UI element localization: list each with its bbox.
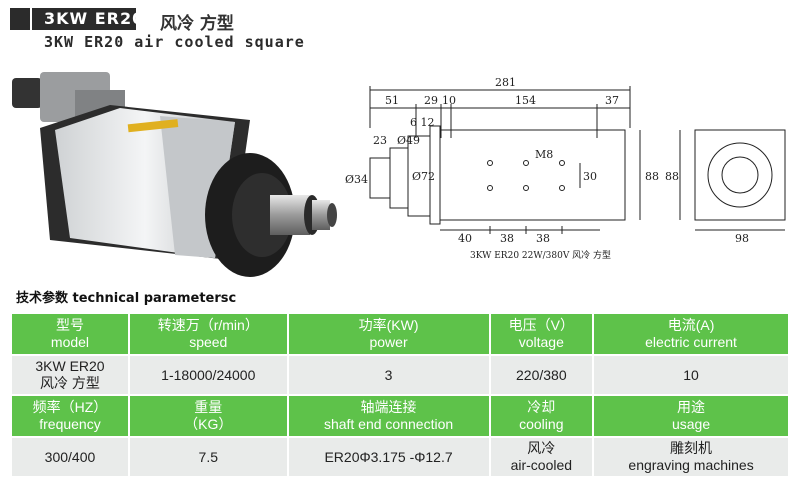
value-cell: 300/400 [10, 436, 130, 478]
title-badge-bar [32, 8, 136, 30]
header-cell: 频率（HZ）frequency [10, 394, 130, 438]
value-cell: 220/380 [488, 354, 595, 396]
title-cn: 风冷 方型 [160, 14, 234, 34]
header-cell: 功率(KW)power [286, 312, 491, 356]
dim-37: 37 [605, 94, 619, 107]
value-cell: 1-18000/24000 [127, 354, 289, 396]
header-cell: 电压（V）voltage [488, 312, 595, 356]
dim-23: 23 [373, 134, 387, 147]
header-cell: 转速万（r/min）speed [127, 312, 289, 356]
spindle-motor-image [12, 72, 337, 277]
dim-m8: M8 [535, 148, 553, 161]
dim-88-side: 88 [645, 170, 659, 183]
dim-40: 40 [458, 232, 472, 245]
value-cell: ER20Φ3.175 -Φ12.7 [286, 436, 491, 478]
dim-6-12: 6 12 [410, 116, 435, 129]
header-cell: 电流(A)electric current [592, 312, 790, 356]
drawing-caption: 3KW ER20 22W/380V 风冷 方型 [470, 249, 611, 261]
value-cell: 7.5 [127, 436, 289, 478]
title-badge [10, 8, 136, 30]
dim-72: Ø72 [412, 170, 435, 183]
dim-51: 51 [385, 94, 399, 107]
dim-49: Ø49 [397, 134, 420, 147]
section-heading: 技术参数 technical parametersc [16, 291, 237, 306]
dim-30: 30 [583, 170, 597, 183]
title-badge-square [10, 8, 30, 30]
dim-38-a: 38 [500, 232, 514, 245]
dim-10: 10 [442, 94, 456, 107]
dim-281: 281 [495, 76, 516, 89]
dim-34: Ø34 [345, 173, 368, 186]
dim-88-end: 88 [665, 170, 679, 183]
title-model: 3KW ER20 [44, 9, 145, 28]
subtitle: 3KW ER20 air cooled square [44, 33, 305, 51]
dim-154: 154 [515, 94, 536, 107]
value-cell: 10 [592, 354, 790, 396]
dim-38-b: 38 [536, 232, 550, 245]
header-cell: 重量（KG） [127, 394, 289, 438]
dimension-drawing: 281 51 29 10 154 37 6 12 23 Ø49 Ø34 Ø72 … [345, 76, 786, 261]
dim-29: 29 [424, 94, 438, 107]
value-cell: 3 [286, 354, 491, 396]
dim-98: 98 [735, 232, 749, 245]
